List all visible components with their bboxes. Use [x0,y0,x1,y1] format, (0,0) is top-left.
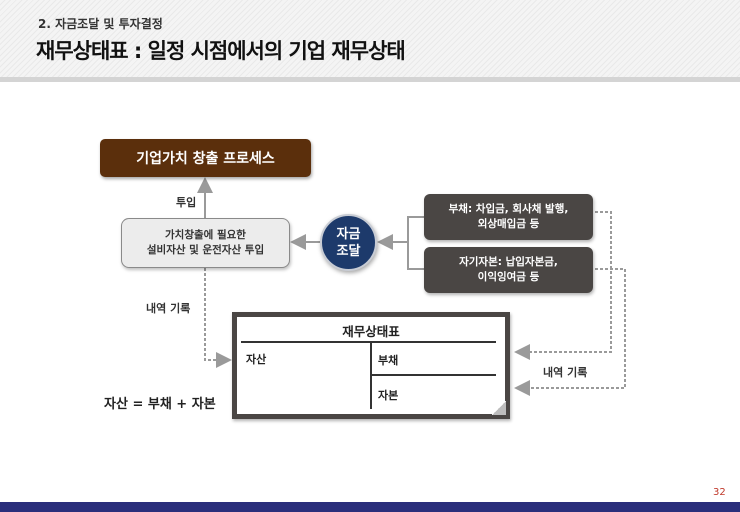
debt-line-1: 부채: 차입금, 회사채 발행, [448,203,569,215]
balance-sheet-liabilities: 부채 [378,354,399,367]
dashed-arrow-asset-record [204,268,232,368]
balance-sheet-assets: 자산 [246,353,267,366]
funding-line-1: 자금 [336,226,361,242]
footer-bar [0,502,740,512]
equity-line-1: 자기자본: 납입자본금, [459,256,558,268]
process-box-label: 기업가치 창출 프로세스 [136,151,275,167]
funding-circle: 자금 조달 [320,214,377,271]
page-number: 32 [713,487,726,498]
balance-sheet-right-divider [371,374,496,376]
header-rule [0,77,740,82]
balance-sheet-title: 재무상태표 [342,324,400,339]
page-title: 재무상태표 : 일정 시점에서의 기업 재무상태 [36,39,406,63]
equity-line-2: 이익잉여금 등 [477,271,540,283]
balance-sheet: 재무상태표 자산 부채 자본 [232,312,510,419]
bracket-sources [407,216,424,270]
accounting-equation: 자산 = 부채 + 자본 [104,397,216,412]
invest-line-1: 가치창출에 필요한 [165,229,246,241]
record-label-left: 내역 기록 [146,302,191,315]
balance-sheet-divider [370,342,372,409]
header-band [0,0,740,77]
asset-investment-box: 가치창출에 필요한 설비자산 및 운전자산 투입 [121,218,290,268]
debt-line-2: 외상매입금 등 [477,218,540,230]
balance-sheet-equity: 자본 [378,389,399,402]
record-label-right: 내역 기록 [543,366,588,379]
dashed-arrow-debt-record [514,211,612,360]
equity-source-box: 자기자본: 납입자본금, 이익잉여금 등 [424,247,593,293]
debt-source-box: 부채: 차입금, 회사채 발행, 외상매입금 등 [424,194,593,240]
invest-line-2: 설비자산 및 운전자산 투입 [146,244,265,256]
page-fold-corner [492,401,506,415]
value-creation-process-box: 기업가치 창출 프로세스 [100,139,311,177]
balance-sheet-header-rule [241,341,496,343]
input-label: 투입 [176,196,197,209]
dashed-arrow-equity-record [514,268,626,396]
funding-line-2: 조달 [336,243,361,259]
section-subtitle: 2. 자금조달 및 투자결정 [38,17,163,31]
